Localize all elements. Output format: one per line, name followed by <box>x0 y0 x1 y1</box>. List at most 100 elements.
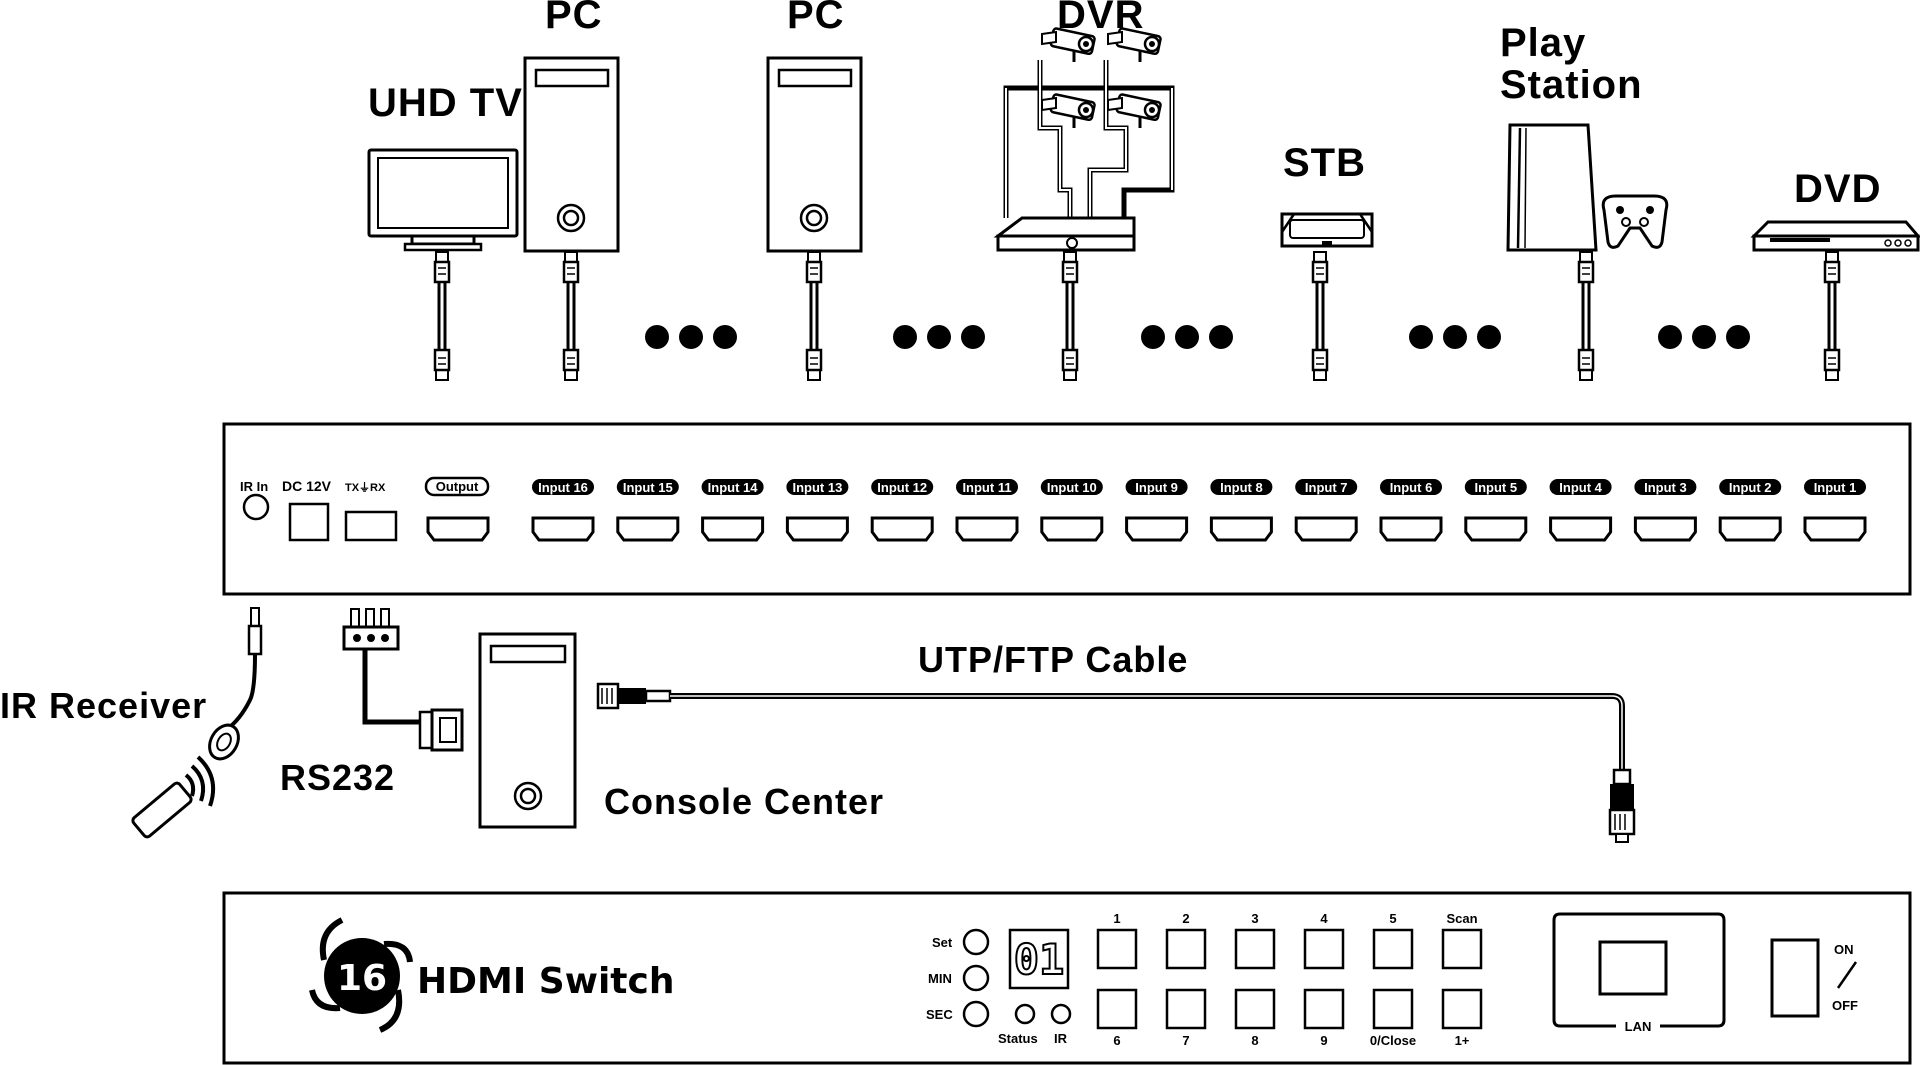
input-hdmi-port[interactable] <box>955 516 1019 542</box>
button-key[interactable] <box>1165 928 1207 970</box>
number-button[interactable]: 6 <box>1096 988 1138 1048</box>
input-hdmi-port[interactable] <box>701 516 765 542</box>
hdmi-cable <box>1577 250 1595 382</box>
output-label: Output <box>436 479 479 494</box>
input-port[interactable]: Input 10 <box>1040 479 1104 542</box>
pc1-label: PC <box>545 0 603 37</box>
input-port[interactable]: Input 11 <box>955 479 1019 542</box>
hdmi-cable <box>562 250 580 382</box>
input-hdmi-port[interactable] <box>1464 516 1528 542</box>
input-port[interactable]: Input 12 <box>870 479 934 542</box>
input-hdmi-port[interactable] <box>1633 516 1697 542</box>
txrx-label: TX⏚RX <box>345 481 386 494</box>
input-hdmi-port[interactable] <box>616 516 680 542</box>
button-key[interactable] <box>1372 988 1414 1030</box>
rs232-label: RS232 <box>280 757 395 798</box>
console-center-pc-icon <box>478 632 577 829</box>
button-label: 6 <box>1113 1033 1120 1048</box>
number-button[interactable]: 9 <box>1303 988 1345 1048</box>
input-port[interactable]: Input 7 <box>1294 479 1358 542</box>
input-port[interactable]: Input 9 <box>1125 479 1189 542</box>
button-key[interactable] <box>1303 988 1345 1030</box>
set-button[interactable] <box>962 928 990 956</box>
input-port[interactable]: Input 5 <box>1464 479 1528 542</box>
input-label: Input 7 <box>1305 480 1348 495</box>
number-button[interactable]: 8 <box>1234 988 1276 1048</box>
input-hdmi-port[interactable] <box>1549 516 1613 542</box>
ir-in-label: IR In <box>240 479 268 494</box>
input-port[interactable]: Input 2 <box>1718 479 1782 542</box>
input-hdmi-port[interactable] <box>1803 516 1867 542</box>
input-label: Input 3 <box>1644 480 1687 495</box>
sec-button[interactable] <box>962 1000 990 1028</box>
dc-jack[interactable] <box>288 502 330 542</box>
input-hdmi-port[interactable] <box>1125 516 1189 542</box>
button-key[interactable] <box>1096 988 1138 1030</box>
input-badge <box>1380 479 1442 495</box>
input-label: Input 8 <box>1220 480 1263 495</box>
input-hdmi-port[interactable] <box>785 516 849 542</box>
button-label: 1+ <box>1455 1033 1470 1048</box>
input-badge <box>1040 479 1103 495</box>
input-hdmi-port[interactable] <box>1379 516 1443 542</box>
button-key[interactable] <box>1441 988 1483 1030</box>
number-button[interactable]: Scan <box>1441 911 1483 970</box>
button-label: 0/Close <box>1370 1033 1416 1048</box>
input-hdmi-port[interactable] <box>1294 516 1358 542</box>
display-digits: 01 <box>1014 935 1065 984</box>
min-button[interactable] <box>962 964 990 992</box>
input-port[interactable]: Input 15 <box>616 479 680 542</box>
sec-label: SEC <box>926 1007 953 1022</box>
lan-jack[interactable] <box>1598 940 1668 996</box>
button-label: 1 <box>1113 911 1120 926</box>
input-hdmi-port[interactable] <box>531 516 595 542</box>
ellipsis-dot-group <box>893 325 985 349</box>
rs232-port[interactable] <box>344 510 398 542</box>
number-button[interactable]: 1 <box>1096 911 1138 970</box>
button-key[interactable] <box>1165 988 1207 1030</box>
button-key[interactable] <box>1234 928 1276 970</box>
button-key[interactable] <box>1303 928 1345 970</box>
input-badge <box>1125 479 1188 495</box>
input-port[interactable]: Input 14 <box>701 479 765 542</box>
input-badge <box>1634 479 1697 495</box>
number-button[interactable]: 3 <box>1234 911 1276 970</box>
input-hdmi-port[interactable] <box>1209 516 1273 542</box>
input-label: Input 9 <box>1135 480 1178 495</box>
number-button[interactable]: 4 <box>1303 911 1345 970</box>
input-port[interactable]: Input 13 <box>785 479 849 542</box>
input-port[interactable]: Input 4 <box>1549 479 1613 542</box>
input-badge <box>871 479 934 495</box>
input-port[interactable]: Input 6 <box>1379 479 1443 542</box>
input-ports: Input 16 Input 15 Input 14 Input 13 Input 12… <box>531 479 1867 542</box>
button-key[interactable] <box>1096 928 1138 970</box>
input-port[interactable]: Input 8 <box>1209 479 1273 542</box>
input-port[interactable]: Input 16 <box>531 479 595 542</box>
pc2-label: PC <box>787 0 845 37</box>
output-hdmi-port[interactable] <box>426 516 490 542</box>
number-button[interactable]: 7 <box>1165 988 1207 1048</box>
button-key[interactable] <box>1234 988 1276 1030</box>
utp-cable-label: UTP/FTP Cable <box>918 639 1188 680</box>
input-label: Input 6 <box>1390 480 1433 495</box>
input-port[interactable]: Input 3 <box>1633 479 1697 542</box>
logo-text: HDMI Switch <box>417 961 674 1002</box>
logo-swirl-icon <box>309 917 413 1033</box>
input-hdmi-port[interactable] <box>1040 516 1104 542</box>
number-button[interactable]: 1+ <box>1441 988 1483 1048</box>
dvd-player-icon <box>1750 220 1920 252</box>
input-label: Input 4 <box>1559 480 1602 495</box>
input-hdmi-port[interactable] <box>1718 516 1782 542</box>
number-button[interactable]: 5 <box>1372 911 1414 970</box>
input-hdmi-port[interactable] <box>870 516 934 542</box>
button-key[interactable] <box>1372 928 1414 970</box>
power-switch[interactable] <box>1770 938 1820 1018</box>
number-button[interactable]: 2 <box>1165 911 1207 970</box>
button-label: 7 <box>1182 1033 1189 1048</box>
ir-in-jack[interactable] <box>242 493 270 521</box>
rear-panel <box>222 422 1912 596</box>
number-button[interactable]: 0/Close <box>1370 988 1416 1048</box>
input-label: Input 12 <box>877 480 927 495</box>
input-port[interactable]: Input 1 <box>1803 479 1867 542</box>
button-key[interactable] <box>1441 928 1483 970</box>
